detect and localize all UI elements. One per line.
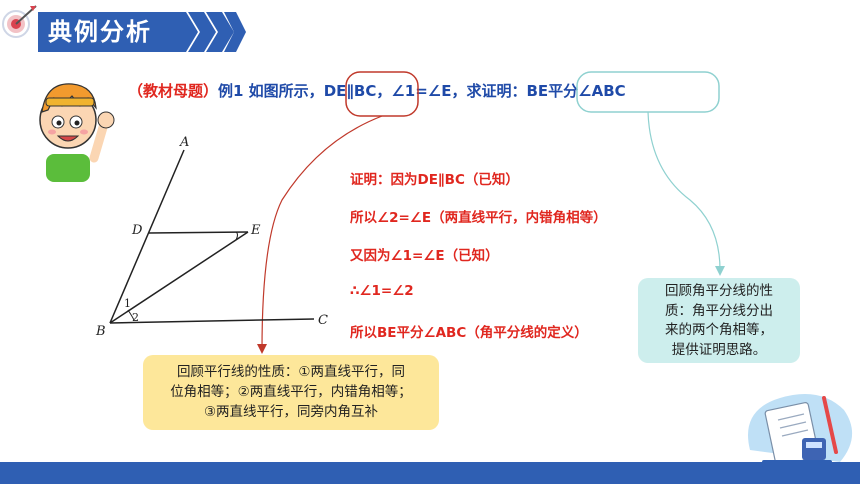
target-icon xyxy=(2,5,37,38)
angle-arc-E xyxy=(235,231,238,241)
line-DE xyxy=(148,231,249,234)
proof-line-5: 所以BE平分∠ABC（角平分线的定义） xyxy=(350,325,588,341)
parallel-note-line: 回顾平行线的性质：①两直线平行，同 xyxy=(176,364,406,380)
bisector-property-note: 回顾角平分线的性 质：角平分线分出 来的两个角相等， 提供证明思路。 xyxy=(638,278,800,363)
geometry-figure: A D E B C 1 2 xyxy=(95,135,328,339)
proof-line-2: 所以∠2=∠E（两直线平行，内错角相等） xyxy=(350,210,607,226)
bisector-note-line: 质：角平分线分出 xyxy=(665,302,773,319)
stationery-illustration-icon xyxy=(748,394,853,468)
given-parallel: DE∥BC xyxy=(323,82,377,100)
problem-source: （教材母题） xyxy=(128,82,219,100)
angle-arc-1 xyxy=(127,309,135,321)
connector-red xyxy=(261,115,383,351)
proof-line-4: ∴∠1=∠2 xyxy=(350,283,414,299)
bisector-note-line: 提供证明思路。 xyxy=(671,341,767,358)
problem-statement: （教材母题）例1 如图所示，DE∥BC，∠1=∠E，求证明：BE平分∠ABC xyxy=(128,78,626,104)
problem-example: 例1 如图所示， xyxy=(218,82,324,100)
connector-cyan xyxy=(647,111,721,271)
bisector-note-line: 来的两个角相等， xyxy=(665,322,773,338)
page-title: 典例分析 xyxy=(48,18,152,46)
label-D: D xyxy=(131,223,143,238)
goal-highlight-box xyxy=(576,71,720,113)
label-A: A xyxy=(179,135,189,150)
label-B: B xyxy=(95,324,106,339)
bisector-note-line: 回顾角平分线的性 xyxy=(665,283,773,299)
proof-line-1: 证明：因为DE∥BC（已知） xyxy=(350,172,519,188)
footer-band xyxy=(0,462,860,484)
parallel-note-line: ③两直线平行，同旁内角互补 xyxy=(203,404,379,420)
label-angle-1: 1 xyxy=(124,297,131,310)
label-angle-2: 2 xyxy=(132,311,139,324)
parallel-property-note: 回顾平行线的性质：①两直线平行，同 位角相等；②两直线平行，内错角相等； ③两直… xyxy=(143,355,439,430)
line-BA xyxy=(109,149,185,324)
line-BE xyxy=(109,231,249,324)
parallel-note-line: 位角相等；②两直线平行，内错角相等； xyxy=(170,384,412,400)
title-banner xyxy=(38,12,246,52)
cartoon-boy-icon xyxy=(39,83,115,182)
goal-text: BE平分∠ABC xyxy=(526,82,626,100)
label-C: C xyxy=(318,313,328,328)
line-BC xyxy=(109,318,315,324)
given-angle: ，∠1=∠E，求证明： xyxy=(376,82,527,100)
given-highlight-box xyxy=(345,71,419,117)
label-E: E xyxy=(250,223,261,238)
proof-line-3: 又因为∠1=∠E（已知） xyxy=(350,248,499,264)
